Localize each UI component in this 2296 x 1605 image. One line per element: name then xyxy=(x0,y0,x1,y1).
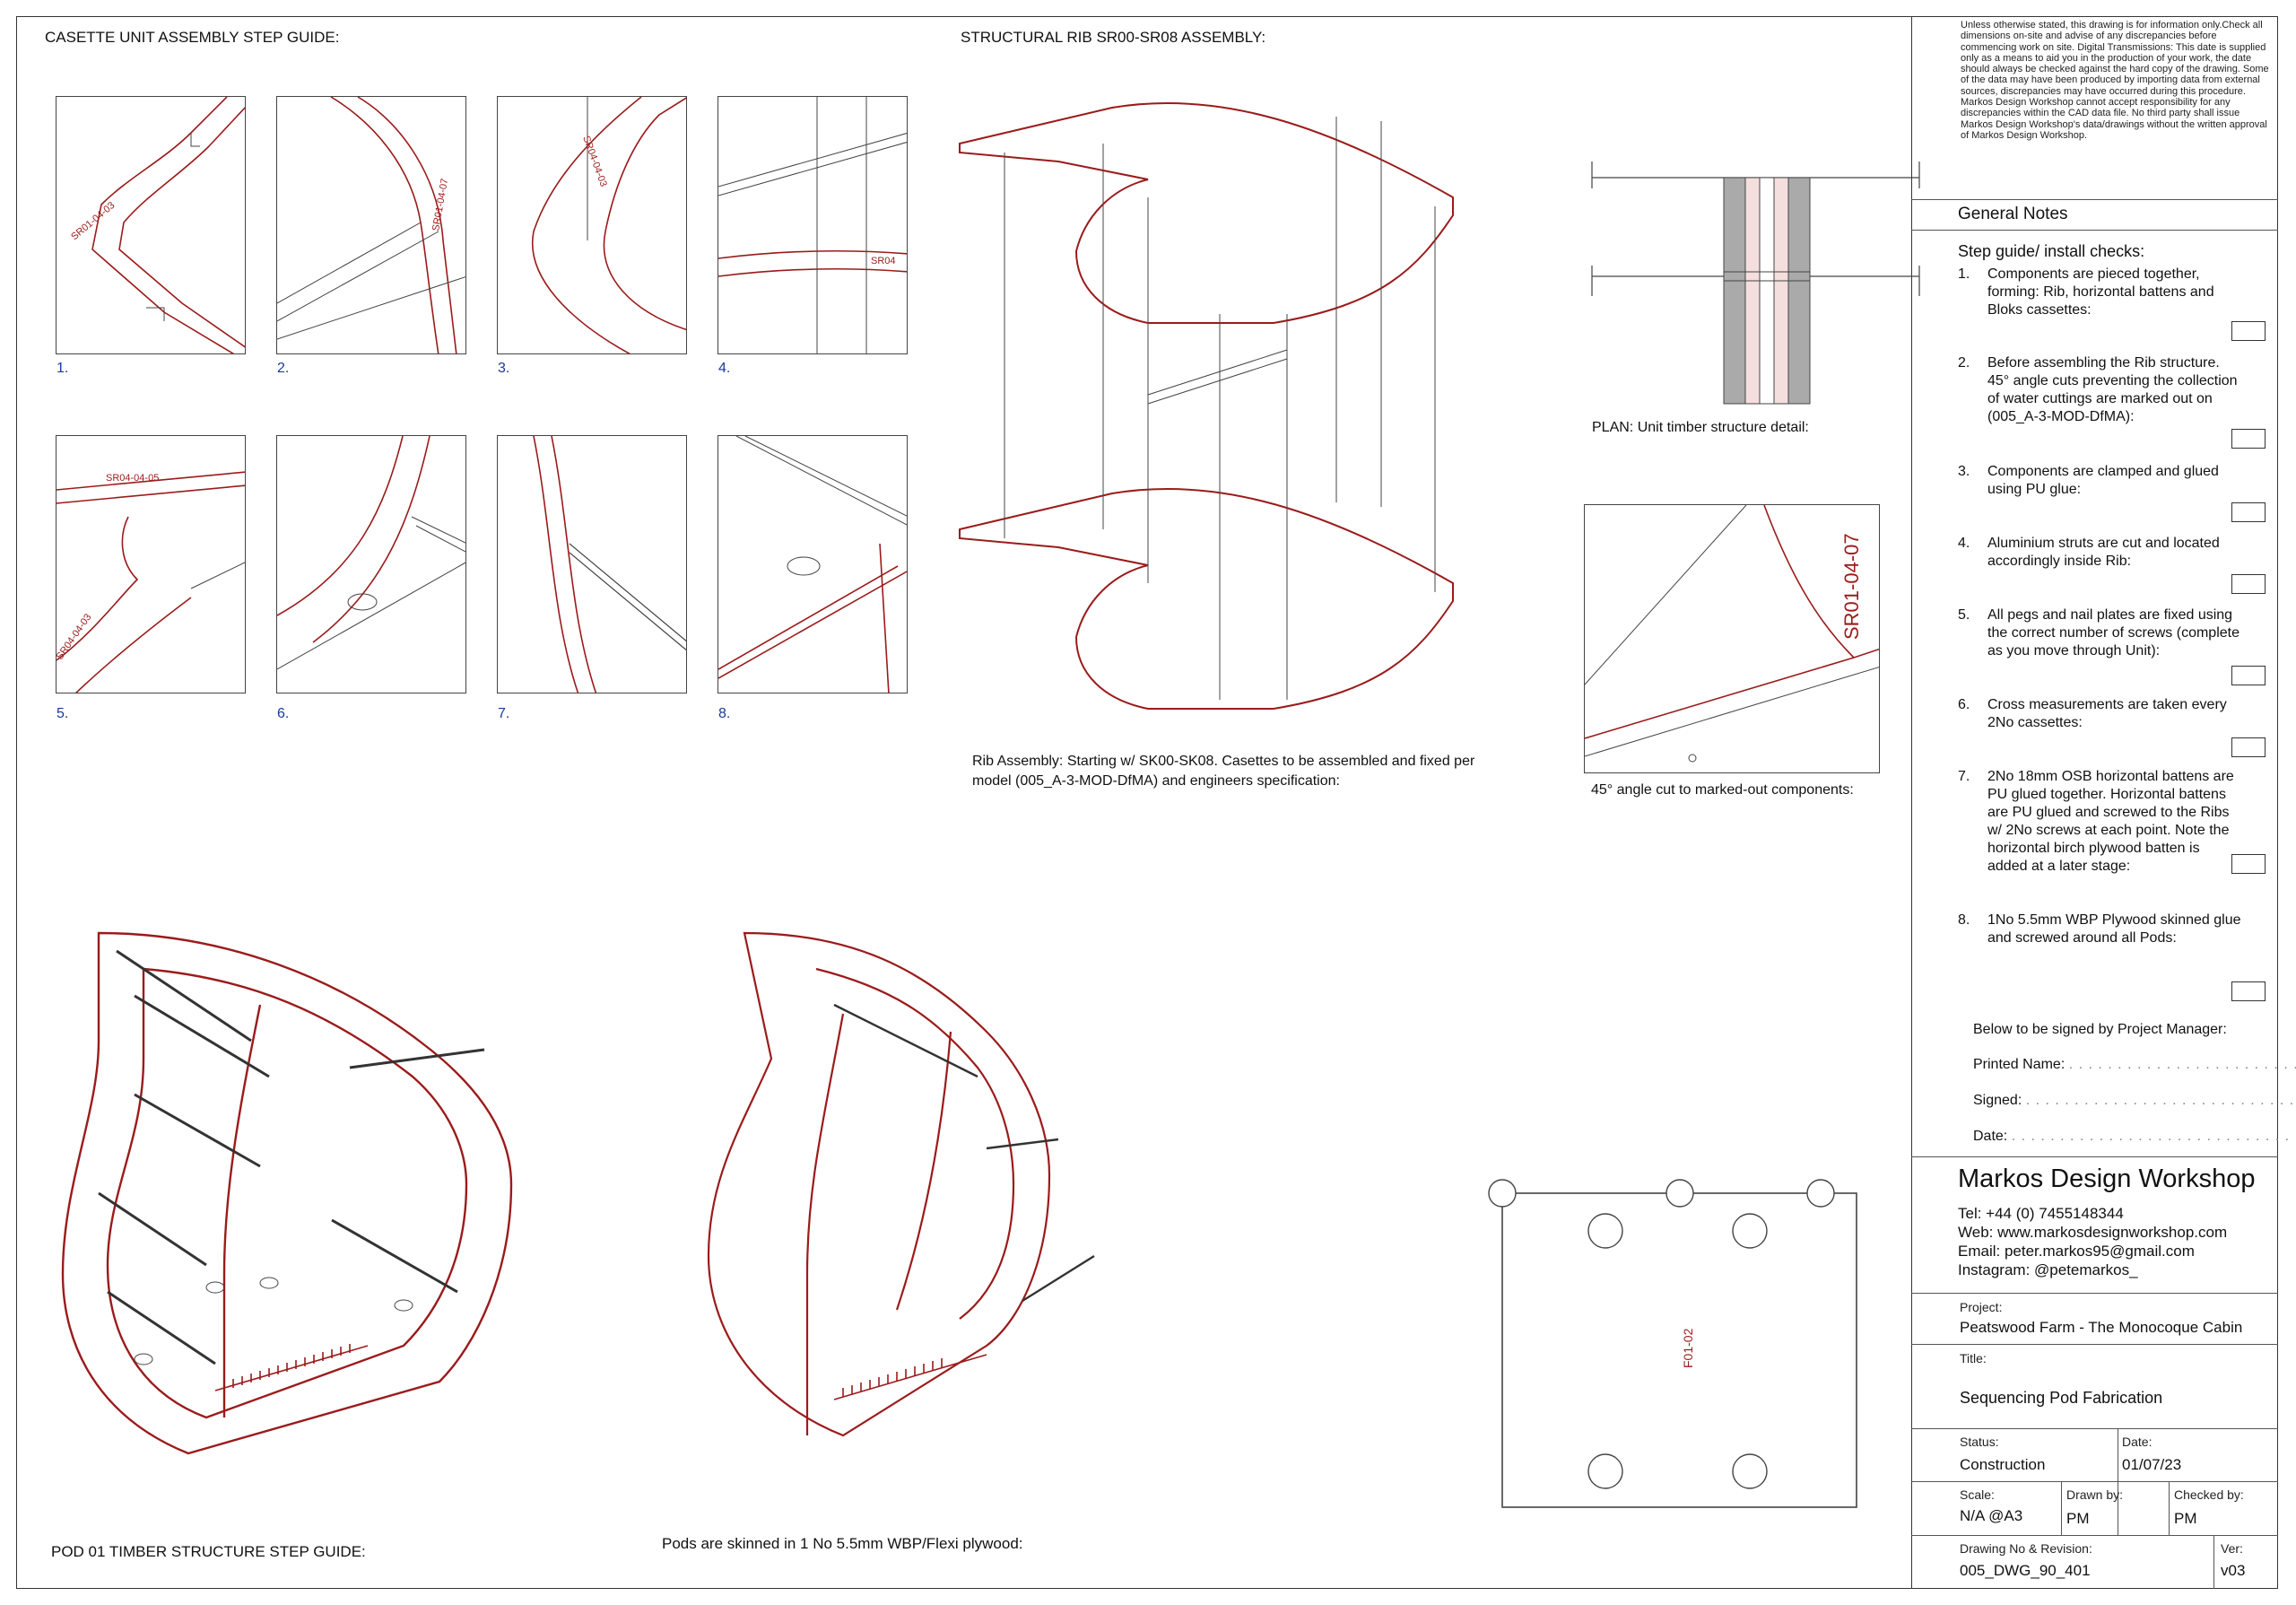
divider xyxy=(1911,230,2278,231)
svg-text:SR01-04-07: SR01-04-07 xyxy=(1840,533,1863,640)
casette-heading: CASETTE UNIT ASSEMBLY STEP GUIDE: xyxy=(45,29,340,46)
scale-label: Scale: xyxy=(1960,1487,1995,1502)
divider xyxy=(1911,1535,2278,1536)
drawing-no-value: 005_DWG_90_401 xyxy=(1960,1562,2091,1579)
step-number-5: 5. xyxy=(57,706,69,721)
firm-tel: Tel: +44 (0) 7455148344 xyxy=(1958,1205,2124,1222)
divider xyxy=(2169,1481,2170,1535)
signed-field[interactable]: Signed: . . . . . . . . . . . . . . . . … xyxy=(1973,1093,2296,1108)
step-panel-7 xyxy=(497,435,687,693)
casette-detail-7 xyxy=(533,436,686,693)
date-label: Date: xyxy=(2122,1435,2152,1449)
status-label: Status: xyxy=(1960,1435,1999,1449)
casette-detail-8 xyxy=(718,436,907,693)
angle-cut-caption: 45° angle cut to marked-out components: xyxy=(1591,782,1854,798)
divider xyxy=(1911,1481,2278,1482)
scale-value: N/A @A3 xyxy=(1960,1507,2023,1524)
firm-name: Markos Design Workshop xyxy=(1958,1164,2256,1193)
firm-instagram: Instagram: @petemarkos_ xyxy=(1958,1261,2138,1278)
title-value: Sequencing Pod Fabrication xyxy=(1960,1389,2163,1407)
step-panel-1: SR01-04-03 xyxy=(56,96,246,354)
step-number-1: 1. xyxy=(57,361,69,376)
step-number-2: 2. xyxy=(277,361,290,376)
svg-text:SR04-04-03: SR04-04-03 xyxy=(57,612,93,661)
project-value: Peatswood Farm - The Monocoque Cabin xyxy=(1960,1319,2243,1336)
plan-timber-detail xyxy=(1591,161,1920,405)
pod-heading: POD 01 TIMBER STRUCTURE STEP GUIDE: xyxy=(51,1543,366,1560)
checked-by-value: PM xyxy=(2174,1510,2197,1527)
angle-cut-detail: SR01-04-07 xyxy=(1584,504,1880,773)
step-1-checkbox[interactable] xyxy=(2231,321,2266,341)
svg-text:SR01-04-07: SR01-04-07 xyxy=(430,178,450,232)
step-number-6: 6. xyxy=(277,706,290,721)
divider xyxy=(1911,1344,2278,1345)
pod-skinned-drawing xyxy=(707,931,1095,1437)
step-number-3: 3. xyxy=(498,361,510,376)
date-value: 01/07/23 xyxy=(2122,1456,2182,1473)
step-4-checkbox[interactable] xyxy=(2231,574,2266,594)
steps-heading: Step guide/ install checks: xyxy=(1958,242,2145,260)
divider xyxy=(1911,199,2278,200)
svg-text:SR04-04-05: SR04-04-05 xyxy=(106,473,159,484)
project-label: Project: xyxy=(1960,1300,2003,1314)
divider xyxy=(2061,1481,2062,1535)
title-block xyxy=(1911,16,2278,1589)
disclaimer-text: Unless otherwise stated, this drawing is… xyxy=(1961,20,2269,141)
skinned-heading: Pods are skinned in 1 No 5.5mm WBP/Flexi… xyxy=(662,1535,1023,1552)
divider xyxy=(1911,1293,2278,1294)
step-panel-5: SR04-04-05 SR04-04-03 xyxy=(56,435,246,693)
rib-assembly-caption: Rib Assembly: Starting w/ SK00-SK08. Cas… xyxy=(972,754,1475,789)
version-label: Ver: xyxy=(2221,1541,2243,1556)
drawing-no-label: Drawing No & Revision: xyxy=(1960,1541,2092,1556)
step-panel-6 xyxy=(276,435,466,693)
step-2-checkbox[interactable] xyxy=(2231,429,2266,449)
step-5-checkbox[interactable] xyxy=(2231,666,2266,685)
step-number-7: 7. xyxy=(498,706,510,721)
divider xyxy=(1911,1428,2278,1429)
svg-text:SR01-04-03: SR01-04-03 xyxy=(69,200,117,242)
step-number-8: 8. xyxy=(718,706,731,721)
svg-text:SR04: SR04 xyxy=(871,256,896,266)
firm-email: Email: peter.markos95@gmail.com xyxy=(1958,1243,2195,1260)
version-value: v03 xyxy=(2221,1562,2246,1579)
step-panel-8 xyxy=(718,435,908,693)
checked-by-label: Checked by: xyxy=(2174,1487,2244,1502)
drawn-by-value: PM xyxy=(2066,1510,2090,1527)
casette-detail-1: SR01-04-03 xyxy=(69,97,245,353)
casette-detail-4: SR04 xyxy=(718,97,907,353)
step-6-checkbox[interactable] xyxy=(2231,737,2266,757)
printed-name-field[interactable]: Printed Name: . . . . . . . . . . . . . … xyxy=(1973,1057,2296,1072)
pod-timber-structure-drawing xyxy=(61,931,513,1455)
divider xyxy=(2213,1535,2214,1589)
step-panel-3: SR04-04-03 xyxy=(497,96,687,354)
casette-detail-5: SR04-04-05 SR04-04-03 xyxy=(57,471,245,693)
signoff-intro: Below to be signed by Project Manager: xyxy=(1973,1022,2227,1037)
rib-assembly-drawing xyxy=(959,101,1454,710)
casette-detail-2: SR01-04-07 xyxy=(277,97,465,353)
step-8-checkbox[interactable] xyxy=(2231,981,2266,1001)
step-panel-4: SR04 xyxy=(718,96,908,354)
svg-text:F01-02: F01-02 xyxy=(1681,1328,1695,1368)
divider xyxy=(1911,1156,2278,1157)
casette-detail-6 xyxy=(277,436,465,670)
step-7-checkbox[interactable] xyxy=(2231,854,2266,874)
general-notes-heading: General Notes xyxy=(1958,205,2068,223)
drawn-by-label: Drawn by: xyxy=(2066,1487,2124,1502)
step-number-4: 4. xyxy=(718,361,731,376)
status-value: Construction xyxy=(1960,1456,2046,1473)
firm-web: Web: www.markosdesignworkshop.com xyxy=(1958,1224,2228,1241)
panel-f01-02-drawing: F01-02 xyxy=(1488,1179,1857,1508)
date-field[interactable]: Date: . . . . . . . . . . . . . . . . . … xyxy=(1973,1129,2296,1144)
rib-heading: STRUCTURAL RIB SR00-SR08 ASSEMBLY: xyxy=(961,29,1266,46)
casette-detail-3: SR04-04-03 xyxy=(531,97,686,353)
step-3-checkbox[interactable] xyxy=(2231,502,2266,522)
drawing-sheet-border xyxy=(16,16,2278,1589)
svg-text:SR04-04-03: SR04-04-03 xyxy=(580,135,609,188)
step-panel-2: SR01-04-07 xyxy=(276,96,466,354)
title-label: Title: xyxy=(1960,1351,1987,1365)
plan-caption: PLAN: Unit timber structure detail: xyxy=(1592,420,1809,435)
